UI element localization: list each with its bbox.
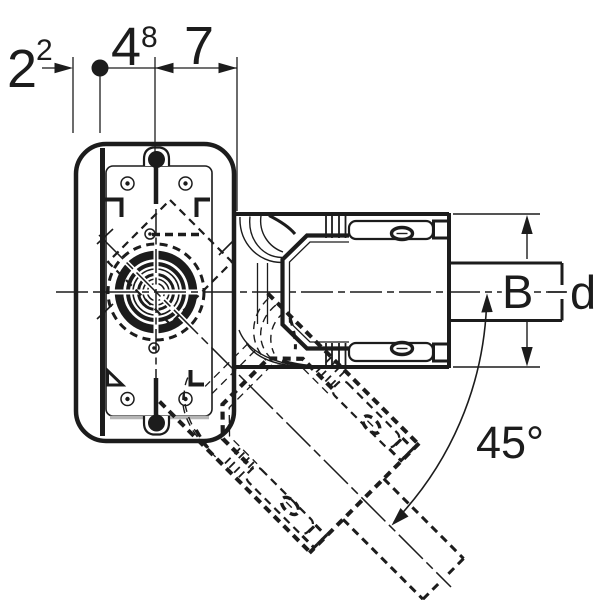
elbow-curves [238, 214, 316, 368]
arrow-down-angle [391, 508, 409, 526]
top-dimensions [42, 57, 238, 211]
rotated-section-outline [106, 198, 234, 326]
arrow-right-at-73 [54, 62, 73, 74]
dim-diameter-label: d [570, 266, 596, 319]
centerlines [56, 209, 567, 588]
arrow-up-angle [481, 293, 493, 313]
end-block-bottom [432, 342, 450, 363]
small-screw-bottom [148, 342, 160, 354]
bottom-tab-screw [148, 414, 165, 432]
top-tab-screw [148, 151, 165, 168]
dim-angle-label: 45° [476, 417, 544, 468]
small-screw-top-dot [148, 232, 152, 236]
oval-slot-bottom [389, 340, 415, 357]
height-dimension [453, 213, 540, 368]
corner-brackets [104, 197, 210, 387]
dim-left-sup: 2 [36, 34, 53, 67]
dim-center-label: 4 [111, 17, 141, 77]
front-view [73, 141, 237, 444]
dim-center-sup: 8 [141, 21, 158, 54]
arrow-right-at-237 [218, 62, 237, 74]
diagonal-centerline-45 [98, 234, 452, 588]
arrow-left-at-155 [155, 62, 174, 74]
dim-left-label: 2 [7, 39, 37, 99]
arrow-down-B [521, 347, 533, 367]
dim-height-label: B [502, 265, 533, 318]
end-block-top [432, 219, 450, 240]
outlet-pipe [449, 261, 564, 322]
angle-arc [393, 305, 488, 523]
oval-slot-top [389, 225, 415, 242]
dim-right-label: 7 [184, 16, 214, 76]
datum-dot [91, 59, 109, 77]
arrow-up-B [521, 215, 533, 234]
angle-dimension [391, 293, 493, 526]
small-screw-bottom-dot [152, 346, 156, 350]
